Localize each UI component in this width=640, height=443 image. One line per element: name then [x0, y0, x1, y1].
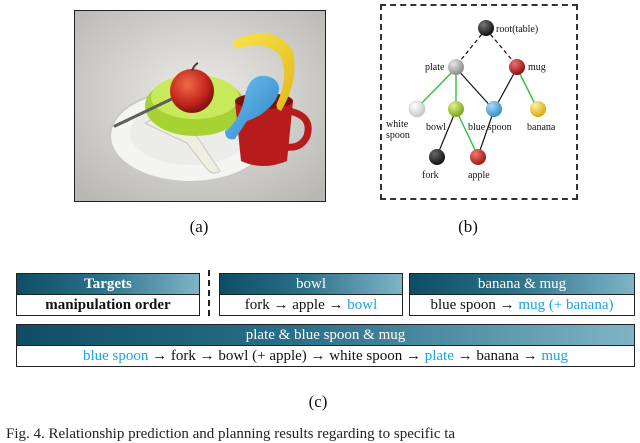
order-step: fork: [244, 297, 270, 313]
edge-bowl-apple: [455, 109, 479, 157]
edge-bowl-fork: [436, 109, 457, 157]
label-banana: banana: [527, 122, 556, 133]
edge-blue-spoon-apple: [477, 109, 495, 157]
panel-label-c: (c): [308, 392, 328, 411]
order-target: plate & blue spoon & mug: [17, 325, 634, 346]
label-white-spoon-line2: spoon: [386, 130, 410, 141]
edge-root-mug: [485, 28, 518, 67]
order-step: → banana →: [453, 348, 542, 364]
label-blue-spoon: blue spoon: [468, 122, 512, 133]
order-step: blue spoon: [430, 297, 496, 313]
order-steps: blue spoon → mug (+ banana): [410, 295, 634, 315]
node-apple: [470, 149, 486, 165]
edge-root-plate: [455, 28, 487, 67]
label-apple: apple: [468, 170, 490, 181]
order-step-highlighted: mug (+ banana): [518, 297, 614, 313]
order-box-banana-mug: banana & mug blue spoon → mug (+ banana): [409, 273, 635, 316]
targets-box: Targets manipulation order: [16, 273, 200, 316]
scene-photo: [74, 10, 326, 202]
node-mug: [509, 59, 525, 75]
node-blue-spoon: [486, 101, 502, 117]
apple: [170, 69, 214, 113]
label-white-spoon-line1: white: [386, 119, 409, 130]
relation-tree: root(table) plate mug white spoon bowl b…: [380, 4, 578, 200]
order-step: →: [324, 297, 348, 313]
node-banana: [530, 101, 546, 117]
targets-subtitle: manipulation order: [45, 297, 171, 313]
label-mug: mug: [528, 62, 546, 73]
edge-plate-white-spoon: [416, 67, 457, 109]
figure-caption: Fig. 4. Relationship prediction and plan…: [6, 426, 456, 442]
node-plate: [448, 59, 464, 75]
edge-plate-blue-spoon: [455, 67, 495, 111]
targets-title: Targets: [17, 274, 199, 295]
panel-label-a: (a): [189, 217, 209, 236]
order-steps: blue spoon → fork → bowl (+ apple) → whi…: [17, 346, 634, 366]
node-white-spoon: [408, 100, 426, 118]
order-step-highlighted: blue spoon: [82, 348, 149, 364]
order-step: →: [269, 297, 293, 313]
order-target: bowl: [220, 274, 402, 295]
label-root: root(table): [496, 24, 538, 35]
order-step-highlighted: bowl: [347, 297, 378, 313]
blue-spoon: [225, 75, 279, 140]
panel-label-b: (b): [458, 217, 478, 236]
label-plate: plate: [425, 62, 445, 73]
order-box-bowl: bowl fork → apple → bowl: [219, 273, 403, 316]
node-bowl: [448, 101, 464, 117]
order-step: → fork → bowl (+ apple) → white spoon →: [148, 348, 425, 364]
banana: [233, 33, 295, 111]
order-step: →: [495, 297, 519, 313]
fork: [113, 93, 182, 128]
order-steps: fork → apple → bowl: [220, 295, 402, 315]
order-box-plate-blue-spoon-mug: plate & blue spoon & mug blue spoon → fo…: [16, 324, 635, 367]
scene-illustration: [75, 11, 325, 201]
separator-dashed: [208, 270, 210, 316]
node-root: [478, 20, 494, 36]
node-fork: [429, 149, 445, 165]
order-target: banana & mug: [410, 274, 634, 295]
order-step: apple: [292, 297, 325, 313]
label-fork: fork: [422, 170, 439, 181]
label-bowl: bowl: [426, 122, 446, 133]
order-step-highlighted: plate: [424, 348, 454, 364]
order-step-highlighted: mug: [541, 348, 569, 364]
